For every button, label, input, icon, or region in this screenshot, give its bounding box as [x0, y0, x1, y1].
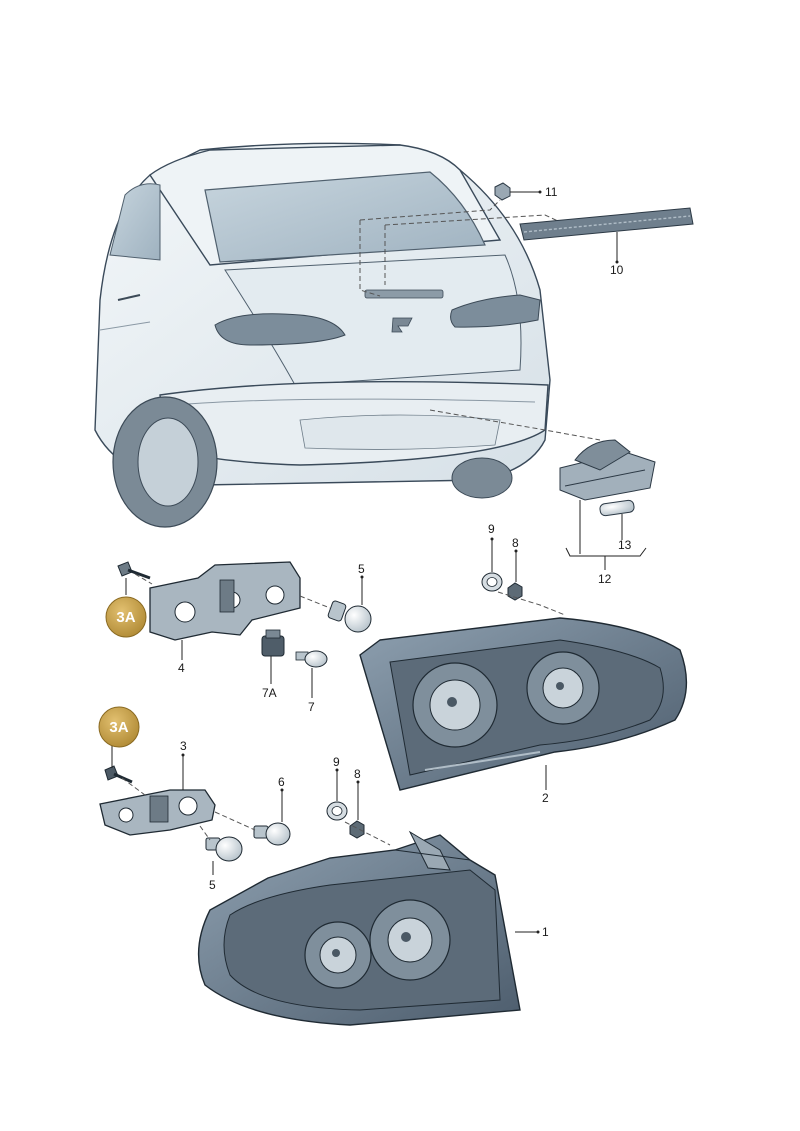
- callout-8-lower: 8: [354, 767, 361, 781]
- hex-nut-8-upper: [507, 582, 523, 601]
- badge-3a-lower: 3A: [98, 706, 140, 748]
- callout-3: 3: [180, 739, 187, 753]
- hex-nut-8-lower: [349, 820, 365, 839]
- callout-4: 4: [178, 661, 185, 675]
- wedge-bulb-7: [295, 650, 328, 668]
- license-plate-light: [559, 439, 656, 501]
- leader-lines: [111, 190, 647, 934]
- callout-7: 7: [308, 700, 315, 714]
- bulb-holder-3: [99, 789, 216, 836]
- bulb-holder-4: [149, 561, 301, 641]
- callout-5-lower: 5: [209, 878, 216, 892]
- reference-lines: [359, 199, 601, 441]
- callout-13: 13: [618, 538, 632, 552]
- callout-labels: 11 10 9 8 13 12 5 4 7A 7 2 3 6 9 8 5 1: [178, 185, 632, 939]
- grommet-9-lower: [326, 801, 348, 821]
- callout-7a: 7A: [262, 686, 277, 700]
- callout-8-upper: 8: [512, 536, 519, 550]
- hex-nut-11: [494, 182, 511, 201]
- callout-11: 11: [545, 185, 558, 199]
- callout-10: 10: [610, 263, 624, 277]
- grommet-9-upper: [481, 572, 503, 592]
- badge-3a-upper-label: 3A: [116, 609, 135, 626]
- callout-9-upper: 9: [488, 522, 495, 536]
- badge-3a-upper: 3A: [105, 596, 147, 638]
- bulb-5-lower: [205, 836, 243, 862]
- festoon-bulb-13: [599, 499, 635, 517]
- car-rear-view: [94, 142, 551, 528]
- callout-9-lower: 9: [333, 755, 340, 769]
- callout-12: 12: [598, 572, 612, 586]
- third-brake-light: [519, 207, 694, 241]
- callout-2: 2: [542, 791, 549, 805]
- bulb-5-upper: [327, 600, 372, 633]
- tail-lamp-inner-2: [359, 617, 688, 791]
- badge-3a-lower-label: 3A: [109, 719, 128, 736]
- socket-7a: [261, 629, 285, 657]
- callout-1: 1: [542, 925, 549, 939]
- screw-lower: [104, 765, 133, 784]
- callout-6: 6: [278, 775, 285, 789]
- tail-lamp-outer-1: [197, 830, 521, 1026]
- callout-5-upper: 5: [358, 562, 365, 576]
- screw-upper: [117, 561, 151, 580]
- bulb-6: [253, 822, 291, 846]
